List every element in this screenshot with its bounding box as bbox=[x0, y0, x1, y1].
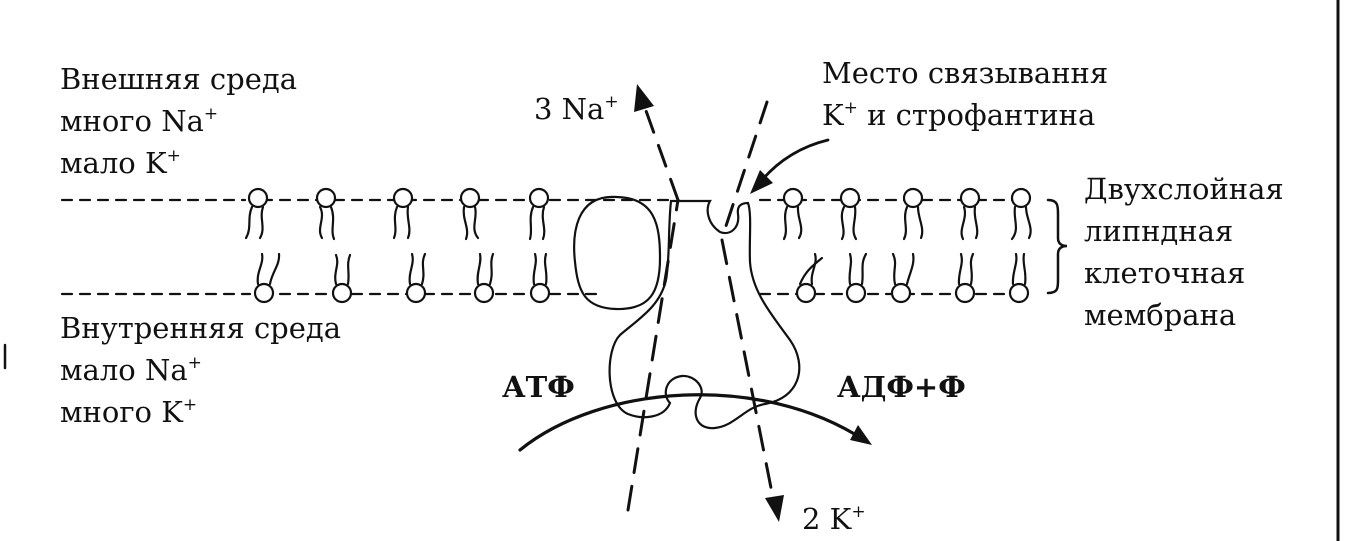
lipid-molecule bbox=[782, 187, 804, 241]
lipid-molecule bbox=[845, 252, 868, 304]
inner-environment-k-sup: + bbox=[182, 395, 198, 415]
binding-site-pointer-arrowhead bbox=[750, 170, 773, 194]
lipid-molecule bbox=[473, 252, 495, 304]
inner-environment-k-text: много K bbox=[60, 395, 183, 429]
inner-environment-label: Внутренняя среда мало Na+ много K+ bbox=[60, 307, 341, 433]
lipid-molecule bbox=[528, 187, 550, 241]
atp-hydrolysis-arc bbox=[518, 393, 866, 452]
lipid-molecule bbox=[902, 187, 924, 241]
na-efflux-sup: + bbox=[604, 92, 619, 112]
outer-environment-k-text: мало K bbox=[60, 146, 167, 180]
k-pathway-lower bbox=[720, 238, 775, 500]
transport-protein-pump bbox=[608, 199, 801, 430]
lipid-molecule bbox=[315, 187, 337, 241]
inner-environment-na-sup: + bbox=[187, 353, 202, 373]
binding-site-strophanthin: и строфантина bbox=[857, 98, 1096, 132]
membrane-brace bbox=[1046, 198, 1068, 295]
binding-site-pointer bbox=[760, 138, 830, 182]
lipid-outer-leaflet bbox=[244, 187, 1032, 241]
inner-environment-k: много K+ bbox=[60, 391, 341, 433]
k-influx-text: 2 K bbox=[802, 502, 852, 536]
outer-environment-na-text: много Na bbox=[60, 104, 204, 138]
atp-hydrolysis-arrowhead bbox=[850, 425, 872, 445]
binding-site-line1: Место связывання bbox=[822, 56, 1109, 90]
na-efflux-arrowhead bbox=[634, 84, 654, 112]
membrane-label-line: Двухслойная bbox=[1084, 172, 1284, 206]
transport-protein-subunit bbox=[573, 195, 662, 311]
inner-environment-title: Внутренняя среда bbox=[60, 311, 342, 345]
outer-environment-label: Внешняя среда много Na+ мало K+ bbox=[60, 58, 297, 184]
inner-environment-na: мало Na+ bbox=[60, 349, 341, 391]
lipid-molecule bbox=[529, 252, 551, 304]
binding-site-label: Место связывання K+ и строфантина bbox=[822, 52, 1108, 136]
binding-site-k-sup: + bbox=[843, 98, 858, 118]
lipid-molecule bbox=[392, 187, 414, 240]
inner-environment-na-text: мало Na bbox=[60, 353, 188, 387]
k-influx-label: 2 K+ bbox=[802, 498, 866, 540]
adp-label: АДФ+Ф bbox=[837, 370, 966, 404]
lipid-molecule bbox=[459, 187, 481, 241]
binding-site-line2: K+ и строфантина bbox=[822, 94, 1108, 136]
lipid-molecule bbox=[954, 252, 976, 304]
lipid-inner-leaflet bbox=[253, 252, 1030, 304]
lipid-molecule bbox=[839, 187, 861, 241]
lipid-molecule bbox=[890, 252, 915, 304]
atp-label: АТФ bbox=[502, 370, 575, 404]
k-influx-sup: + bbox=[851, 502, 866, 522]
lipid-molecule bbox=[253, 252, 281, 304]
na-pathway-lower bbox=[626, 198, 680, 512]
lipid-molecule bbox=[1010, 187, 1032, 241]
outer-environment-title: Внешняя среда bbox=[60, 62, 298, 96]
lipid-molecule bbox=[405, 252, 427, 304]
membrane-label-line: мембрана bbox=[1084, 298, 1237, 332]
outer-environment-k-sup: + bbox=[166, 146, 181, 166]
na-efflux-text: 3 Na bbox=[534, 92, 605, 126]
lipid-molecule bbox=[244, 187, 269, 240]
outer-environment-na-sup: + bbox=[203, 104, 219, 124]
lipid-molecule bbox=[1008, 252, 1030, 304]
na-efflux-label: 3 Na+ bbox=[534, 88, 619, 130]
k-pathway-upper bbox=[720, 100, 769, 240]
lipid-molecule bbox=[331, 253, 353, 304]
membrane-label-line: липндная bbox=[1084, 214, 1234, 248]
membrane-label-line: клеточная bbox=[1084, 256, 1246, 290]
outer-environment-k: мало K+ bbox=[60, 142, 297, 184]
binding-site-k: K bbox=[822, 98, 844, 132]
k-influx-arrowhead bbox=[765, 495, 784, 522]
lipid-molecule bbox=[959, 187, 981, 241]
outer-environment-na: много Na+ bbox=[60, 100, 297, 142]
na-pathway-upper bbox=[643, 106, 680, 202]
lipid-molecule bbox=[795, 252, 824, 304]
membrane-label: Двухслойная липндная клеточная мембрана bbox=[1084, 168, 1284, 336]
